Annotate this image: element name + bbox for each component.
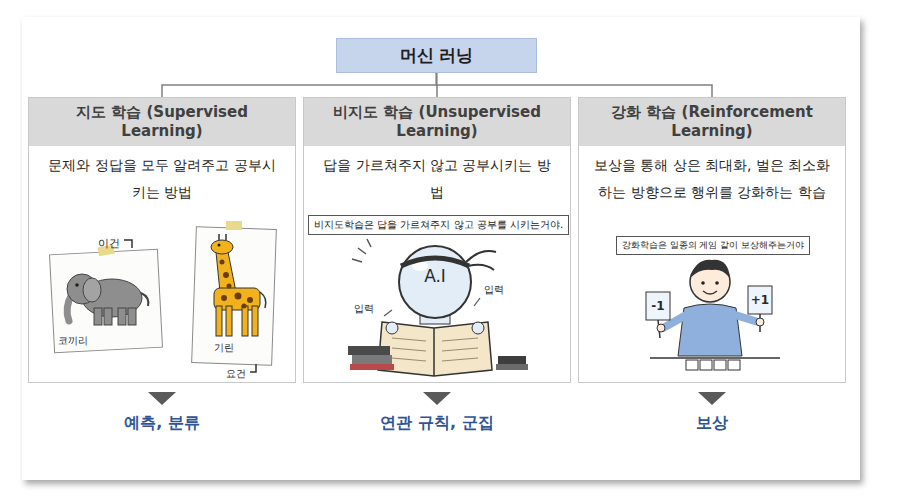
elephant-card-part xyxy=(124,240,132,248)
giraffe-card-part xyxy=(216,306,222,336)
ai-student-figure-part xyxy=(466,251,496,270)
panel-heading: 비지도 학습 (Unsupervised Learning) xyxy=(304,98,570,146)
ai-student-figure xyxy=(348,239,528,376)
ai-student-figure-part xyxy=(352,239,371,262)
tree-connector xyxy=(162,73,437,97)
sketch-note: 기린 xyxy=(214,341,234,355)
giraffe-card-part xyxy=(235,293,242,300)
giraffe-card-part xyxy=(226,221,242,230)
panel-heading: 지도 학습 (Supervised Learning) xyxy=(29,98,295,146)
result-text: 예측, 분류 xyxy=(124,413,200,434)
result-arrow-part xyxy=(148,392,176,405)
category-panel: 강화 학습 (Reinforcement Learning)보상을 통해 상은 … xyxy=(578,97,846,383)
reward-person-figure-part xyxy=(650,357,780,359)
panel-heading: 강화 학습 (Reinforcement Learning) xyxy=(579,98,845,146)
sketch-note: 코끼리 xyxy=(58,334,88,348)
reward-person-figure-part xyxy=(701,281,705,285)
ai-student-figure-part xyxy=(498,356,526,364)
giraffe-card-part xyxy=(218,244,221,247)
giraffe-card-part xyxy=(211,240,233,254)
ai-student-figure-part xyxy=(433,328,435,376)
frame-panel xyxy=(22,17,860,480)
giraffe-card-part xyxy=(227,284,232,289)
sketch-note: 요건 xyxy=(226,367,246,381)
giraffe-card-part xyxy=(219,234,226,240)
panel-body: 보상을 통해 상은 최대화, 벌은 최소화하는 방향으로 행위를 강화하는 학습 xyxy=(579,146,845,206)
ai-student-figure-part xyxy=(352,355,392,364)
panel-body: 답을 가르쳐주지 않고 공부시키는 방법 xyxy=(304,146,570,206)
sketch-note: 이건 xyxy=(98,236,120,251)
result-text: 연관 규칙, 군집 xyxy=(380,413,493,434)
giraffe-card-part xyxy=(242,306,248,336)
reward-person-figure-part xyxy=(686,360,698,370)
result-arrow xyxy=(148,392,726,405)
speech-bubble: 강화학습은 일종의 게임 같이 보상해주는거야 xyxy=(616,236,810,255)
reward-person-figure-part xyxy=(657,324,665,332)
giraffe-card-part xyxy=(247,297,253,303)
ai-student-figure-part xyxy=(392,338,478,361)
reward-person-figure-part xyxy=(646,292,670,320)
ai-student-figure-part xyxy=(401,258,469,266)
reward-person-figure-part xyxy=(732,314,758,322)
giraffe-card-part xyxy=(242,304,247,309)
reward-person-figure-part xyxy=(690,260,730,278)
result-text: 보상 xyxy=(696,413,728,434)
ai-student-figure-part xyxy=(384,310,392,316)
ai-student-figure-part xyxy=(474,298,480,306)
giraffe-card-part xyxy=(252,306,258,336)
result-arrow-part xyxy=(698,392,726,405)
ai-student-figure-part xyxy=(350,364,394,370)
root-box: 머신 러닝 xyxy=(336,38,537,73)
category-panel: 비지도 학습 (Unsupervised Learning)답을 가르쳐주지 않… xyxy=(303,97,571,383)
elephant-card-part xyxy=(75,283,79,287)
giraffe-card-part xyxy=(260,292,266,308)
score-sign: -1 xyxy=(651,299,664,313)
giraffe-card-part xyxy=(226,306,232,336)
elephant-card-part xyxy=(128,308,136,325)
reward-person-figure xyxy=(646,260,780,370)
reward-person-figure-part xyxy=(700,360,712,370)
ai-student-figure-part xyxy=(348,346,390,355)
reward-person-figure-part xyxy=(703,291,717,294)
reward-person-figure-part xyxy=(756,318,764,326)
giraffe-card-part xyxy=(220,260,225,265)
ai-student-figure-part xyxy=(399,246,471,318)
elephant-card-part xyxy=(141,293,148,306)
ai-student-figure-part xyxy=(386,322,398,334)
speech-bubble: 비지도학습은 답을 가르쳐주지 않고 공부를 시키는거야. xyxy=(308,215,569,235)
giraffe-card-part xyxy=(250,364,256,372)
elephant-card-part xyxy=(118,308,126,325)
reward-person-figure-part xyxy=(715,281,719,285)
elephant-card-part xyxy=(83,278,101,302)
reward-person-figure-part xyxy=(714,360,726,370)
giraffe-card-part xyxy=(221,295,227,301)
reward-person-figure-part xyxy=(748,286,772,314)
giraffe-card-part xyxy=(223,272,229,278)
sketch-note: 입력 xyxy=(484,283,504,297)
elephant-card-part xyxy=(94,308,102,325)
bubble-text: 비지도학습은 답을 가르쳐주지 않고 공부를 시키는거야. xyxy=(314,218,563,232)
reward-person-figure-part xyxy=(728,360,740,370)
giraffe-card xyxy=(192,221,277,372)
ai-student-figure-part xyxy=(378,322,492,376)
elephant-card-part xyxy=(50,249,163,353)
head-label: A.I xyxy=(424,266,446,286)
panel-body: 문제와 정답을 모두 알려주고 공부시키는 방법 xyxy=(29,146,295,206)
bubble-text: 강화학습은 일종의 게임 같이 보상해주는거야 xyxy=(622,239,804,252)
sketch-note: 입력 xyxy=(354,302,374,316)
root-title: 머신 러닝 xyxy=(400,44,474,67)
elephant-card-part xyxy=(104,308,112,325)
result-arrow-part xyxy=(423,392,451,405)
ai-student-figure-part xyxy=(472,322,484,334)
tree-connector xyxy=(437,73,713,97)
giraffe-card-part xyxy=(192,227,277,366)
ai-student-figure-part xyxy=(496,364,528,370)
elephant-card xyxy=(50,240,163,353)
score-sign: +1 xyxy=(751,293,769,307)
giraffe-card-part xyxy=(216,252,236,292)
